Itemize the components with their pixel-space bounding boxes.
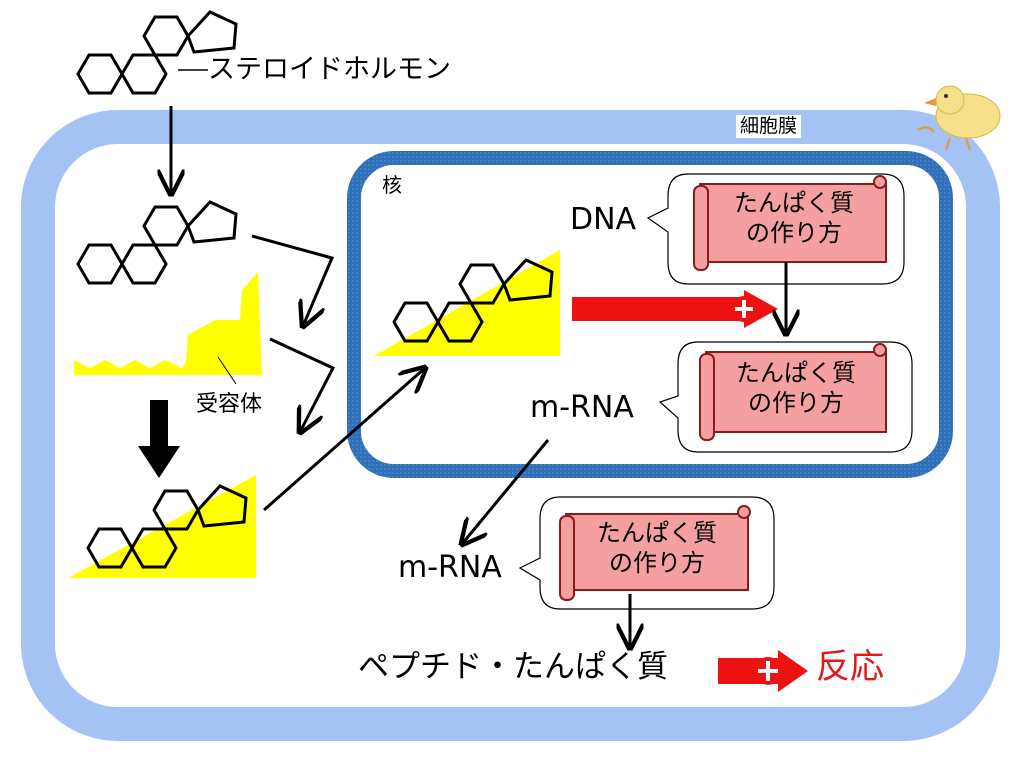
duck-icon <box>917 85 1001 151</box>
nucleus-label: 核 <box>382 173 402 197</box>
scroll-2-text: たんぱく質 の作り方 <box>712 358 880 418</box>
receptor-label-leader <box>217 356 237 385</box>
steroid-molecule-complex-nucleus <box>392 258 554 343</box>
cell-membrane-label: 細胞膜 <box>736 115 802 138</box>
reaction-label: 反応 <box>816 647 884 687</box>
scroll-1-line2: の作り方 <box>746 219 842 247</box>
scroll-1-text: たんぱく質 の作り方 <box>708 188 880 248</box>
thick-down-arrow <box>138 400 180 478</box>
scroll-2 <box>699 343 887 441</box>
scroll-1 <box>693 175 887 271</box>
arrow-binding-2 <box>269 337 336 432</box>
scroll-3-line2: の作り方 <box>609 549 705 577</box>
receptor-label: 受容体 <box>196 392 263 417</box>
arrow-mrna-export <box>462 439 550 544</box>
scroll-1-line1: たんぱく質 <box>734 189 854 217</box>
dna-label: DNA <box>570 202 637 237</box>
steroid-molecule-complex-cytoplasm <box>86 484 248 569</box>
arrow-binding-1 <box>251 234 335 326</box>
activation-arrow-reaction <box>718 650 808 692</box>
receptor-shape <box>74 272 262 375</box>
mrna-cytoplasm-label: m-RNA <box>398 550 502 585</box>
activation-arrow-nucleus <box>572 290 778 328</box>
mrna-nucleus-label: m-RNA <box>530 390 634 425</box>
steroid-molecule-top <box>76 10 238 95</box>
arrow-into-nucleus <box>263 368 425 512</box>
peptide-protein-label: ペプチド・たんぱく質 <box>358 649 668 685</box>
steroid-molecule-cytoplasm <box>76 200 238 285</box>
scroll-2-line1: たんぱく質 <box>736 359 856 387</box>
scroll-3-line1: たんぱく質 <box>597 519 717 547</box>
scroll-3 <box>559 505 751 601</box>
scroll-2-line2: の作り方 <box>748 389 844 417</box>
scroll-3-text: たんぱく質 の作り方 <box>572 518 742 578</box>
steroid-hormone-label: ステロイドホルモン <box>208 54 451 85</box>
